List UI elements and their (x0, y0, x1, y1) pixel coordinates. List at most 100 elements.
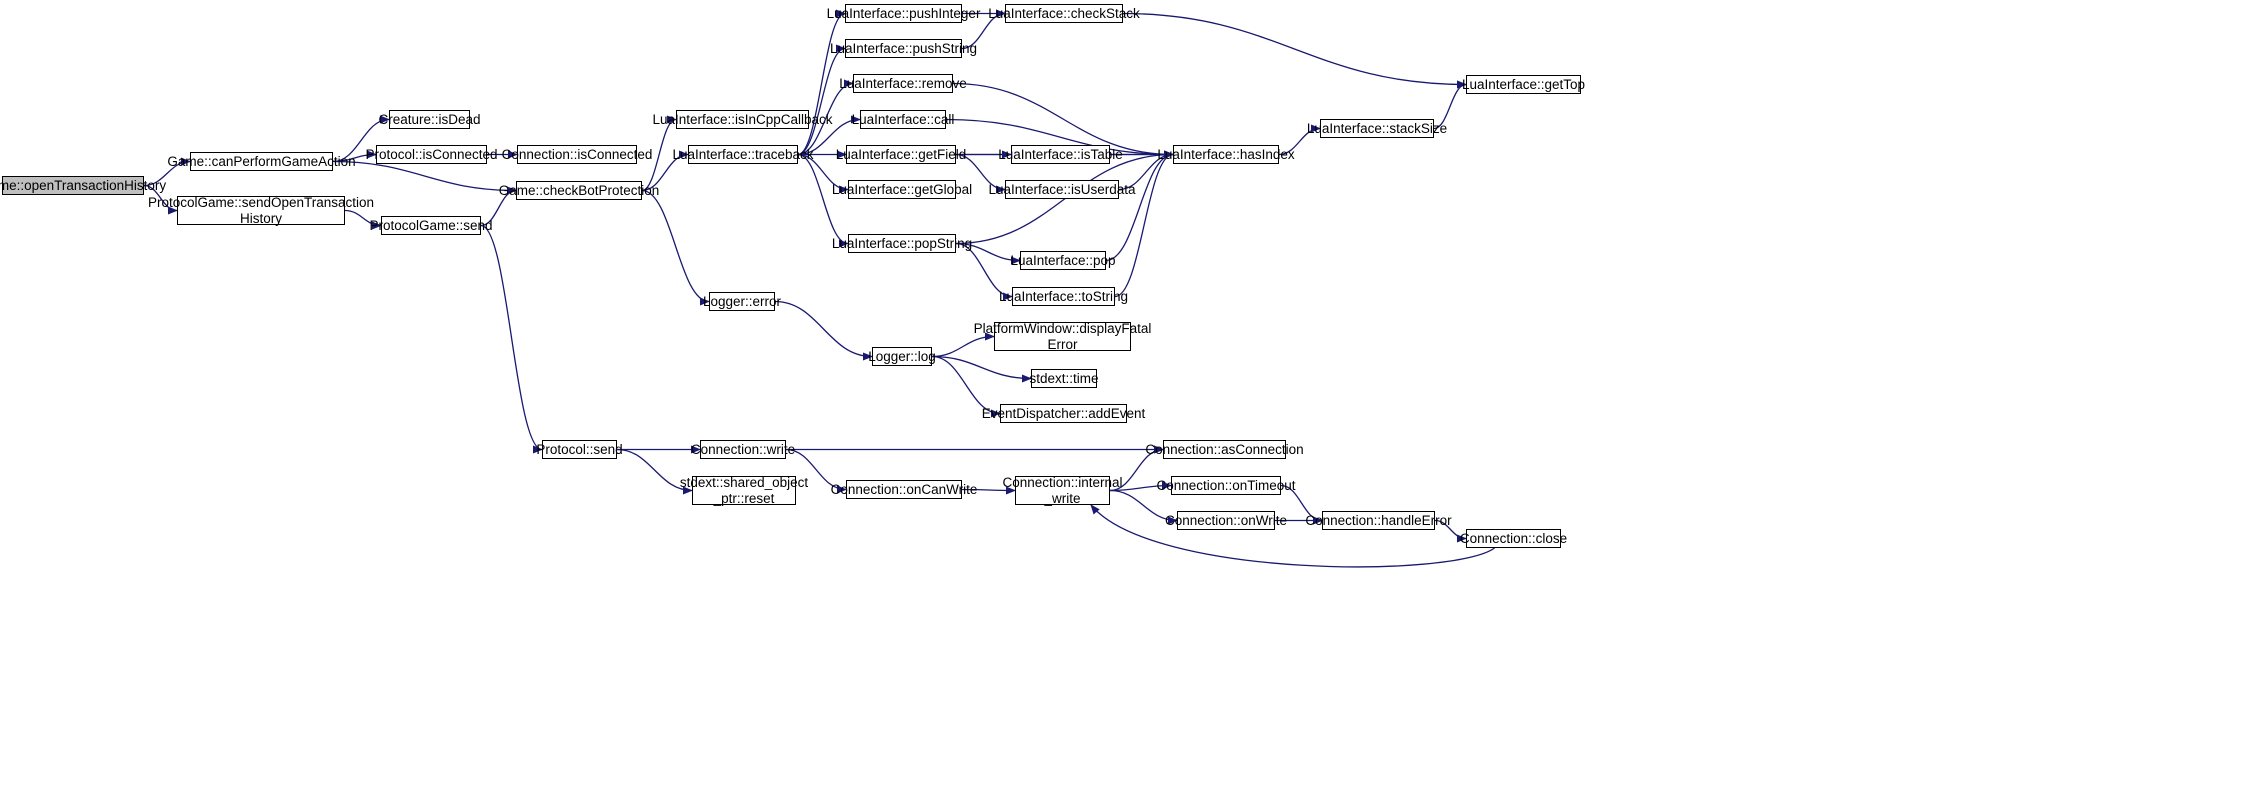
node-conn-is-conn[interactable]: Connection::isConnected (502, 145, 652, 164)
node-push-str[interactable]: LuaInterface::pushString (830, 39, 977, 58)
node-label-line: ProtocolGame::send (369, 217, 493, 233)
edge-lua-call-to-has-index (945, 118, 1174, 159)
node-label-line: Game::canPerformGameAction (167, 153, 356, 169)
node-lua-remove[interactable]: LuaInterface::remove (839, 74, 967, 93)
edge-lua-traceback-to-lua-remove (797, 79, 854, 156)
node-push-int[interactable]: LuaInterface::pushInteger (827, 4, 980, 23)
edge-open-tx-to-can-perform (143, 157, 191, 187)
node-label-line: Game::checkBotProtection (498, 182, 660, 198)
node-proto-is-conn[interactable]: Protocol::isConnected (365, 145, 498, 164)
edge-can-perform-to-check-bot (332, 160, 517, 195)
edge-check-stack-to-get-top (1122, 12, 1467, 89)
node-label-line: Connection::asConnection (1145, 441, 1304, 457)
node-label-line: LuaInterface::isUserdata (988, 181, 1136, 197)
edge-lua-traceback-to-lua-call (797, 115, 861, 156)
node-label-line: Connection::onWrite (1164, 512, 1288, 528)
node-label-line: Connection::onCanWrite (830, 481, 978, 497)
node-conn-close[interactable]: Connection::close (1460, 529, 1567, 548)
node-to-string[interactable]: LuaInterface::toString (999, 287, 1128, 306)
node-open-tx[interactable]: Game::openTransactionHistory (0, 176, 166, 195)
node-is-userdata[interactable]: LuaInterface::isUserdata (988, 180, 1136, 199)
node-label-line: PlatformWindow::displayFatal (973, 320, 1152, 336)
edge-logger-log-to-stdext-time (931, 355, 1032, 383)
edge-stack-size-to-get-top (1433, 80, 1467, 130)
node-on-timeout[interactable]: Connection::onTimeout (1156, 476, 1296, 495)
edge-lua-traceback-to-get-global (797, 153, 849, 194)
node-shared-reset[interactable]: stdext::shared_object_ptr::reset (680, 475, 808, 506)
node-label-line: stdext::time (1029, 370, 1099, 386)
node-lua-traceback[interactable]: LuaInterface::traceback (672, 145, 814, 164)
node-on-write[interactable]: Connection::onWrite (1165, 511, 1287, 530)
edge-internal-write-to-on-write (1109, 489, 1178, 525)
node-label-line: LuaInterface::isInCppCallback (652, 111, 833, 127)
node-label-line: LuaInterface::hasIndex (1157, 146, 1295, 162)
node-label-line: stdext::shared_object (679, 474, 809, 490)
edge-logger-error-to-logger-log (774, 300, 873, 361)
edge-lua-pop-to-has-index (1105, 150, 1174, 262)
edge-on-can-write-to-internal-write (961, 486, 1016, 495)
node-label-line: Logger::log (868, 348, 936, 364)
node-pop-string[interactable]: LuaInterface::popString (832, 234, 972, 253)
edge-lua-traceback-to-push-str (797, 44, 846, 156)
node-stdext-time[interactable]: stdext::time (1029, 369, 1099, 388)
edge-check-bot-to-lua-incpp (641, 115, 677, 192)
edge-lua-traceback-to-push-int (797, 9, 846, 156)
node-label-line: LuaInterface::popString (831, 235, 973, 251)
node-is-table[interactable]: LuaInterface::isTable (998, 145, 1123, 164)
node-label-line: LuaInterface::pushInteger (826, 5, 981, 21)
node-label-line: Game::openTransactionHistory (0, 177, 167, 193)
node-label-line: Protocol::send (536, 441, 623, 457)
edge-open-tx-to-pg-send-open (143, 184, 178, 215)
node-check-stack[interactable]: LuaInterface::checkStack (988, 4, 1140, 23)
node-lua-pop[interactable]: LuaInterface::pop (1010, 251, 1116, 270)
node-label-line: LuaInterface::toString (998, 288, 1129, 304)
edge-lua-remove-to-has-index (952, 82, 1174, 159)
node-logger-log[interactable]: Logger::log (868, 347, 936, 366)
node-can-perform[interactable]: Game::canPerformGameAction (167, 152, 356, 171)
node-logger-error[interactable]: Logger::error (703, 292, 781, 311)
edge-can-perform-to-is-dead (332, 115, 390, 163)
node-add-event[interactable]: EventDispatcher::addEvent (982, 404, 1145, 423)
node-pg-send[interactable]: ProtocolGame::send (369, 216, 493, 235)
node-label-line: History (239, 210, 282, 226)
node-conn-write[interactable]: Connection::write (691, 440, 795, 459)
edge-check-bot-to-lua-traceback (641, 150, 689, 192)
node-get-field[interactable]: LuaInterface::getField (836, 145, 966, 164)
node-label-line: Connection::onTimeout (1156, 477, 1296, 493)
edge-proto-send-to-shared-reset (616, 448, 693, 495)
node-lua-incpp[interactable]: LuaInterface::isInCppCallback (652, 110, 833, 129)
node-label-line: LuaInterface::getGlobal (831, 181, 973, 197)
node-check-bot[interactable]: Game::checkBotProtection (499, 181, 659, 200)
node-proto-send[interactable]: Protocol::send (536, 440, 623, 459)
node-internal-write[interactable]: Connection::internal_write (1002, 475, 1122, 506)
node-get-top[interactable]: LuaInterface::getTop (1462, 75, 1585, 94)
node-as-conn[interactable]: Connection::asConnection (1145, 440, 1304, 459)
node-label-line: Protocol::isConnected (365, 146, 498, 162)
node-label-line: LuaInterface::getTop (1461, 76, 1586, 92)
edge-pop-string-to-to-string (955, 242, 1013, 301)
edge-pg-send-open-to-pg-send (344, 209, 382, 230)
node-label-line: Connection::isConnected (501, 146, 653, 162)
node-lua-call[interactable]: LuaInterface::call (852, 110, 954, 129)
node-stack-size[interactable]: LuaInterface::stackSize (1307, 119, 1447, 138)
node-get-global[interactable]: LuaInterface::getGlobal (832, 180, 972, 199)
node-has-index[interactable]: LuaInterface::hasIndex (1157, 145, 1295, 164)
node-handle-error[interactable]: Connection::handleError (1305, 511, 1452, 530)
edge-to-string-to-has-index (1114, 150, 1174, 298)
edge-check-bot-to-logger-error (641, 189, 710, 306)
node-on-can-write[interactable]: Connection::onCanWrite (831, 480, 977, 499)
node-is-dead[interactable]: Creature::isDead (378, 110, 481, 129)
node-label-line: Error (1047, 336, 1078, 352)
edge-conn-close-to-internal-write (1090, 504, 1495, 568)
node-label-line: LuaInterface::pushString (829, 40, 978, 56)
node-label-line: LuaInterface::getField (835, 146, 967, 162)
node-label-line: LuaInterface::traceback (672, 146, 814, 162)
edge-logger-log-to-display-fatal (931, 332, 995, 358)
edge-get-field-to-is-userdata (955, 153, 1006, 194)
edge-pg-send-to-proto-send (480, 224, 543, 454)
node-label-line: Logger::error (702, 293, 782, 309)
edge-pop-string-to-has-index (955, 150, 1174, 245)
